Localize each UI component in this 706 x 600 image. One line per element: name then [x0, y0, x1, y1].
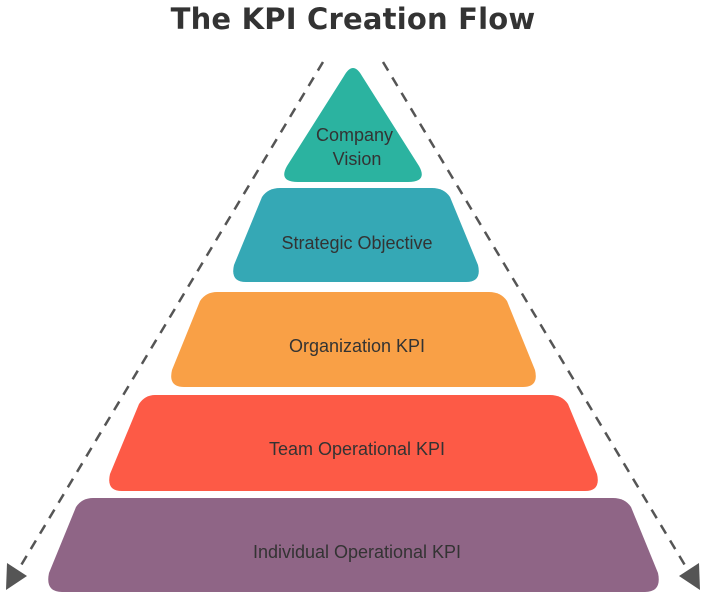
- level-shape-team-operational-kpi: [109, 395, 598, 491]
- level-team-operational-kpi: Team Operational KPI: [109, 395, 598, 491]
- level-shape-individual-operational-kpi: [48, 498, 659, 592]
- level-strategic-objective: Strategic Objective: [233, 188, 479, 282]
- level-individual-operational-kpi: Individual Operational KPI: [48, 498, 659, 592]
- level-label-strategic-objective: Strategic Objective: [281, 233, 432, 253]
- level-shape-strategic-objective: [233, 188, 479, 282]
- level-label-team-operational-kpi: Team Operational KPI: [269, 439, 445, 459]
- level-organization-kpi: Organization KPI: [171, 292, 536, 387]
- left-flow-arrow: [15, 61, 325, 573]
- level-shape-organization-kpi: [171, 292, 536, 387]
- left-arrowhead-icon: [6, 563, 27, 590]
- level-company-vision: Company Vision: [284, 68, 422, 182]
- level-label-company-vision: Company Vision: [316, 125, 398, 169]
- level-label-organization-kpi: Organization KPI: [289, 336, 425, 356]
- level-label-individual-operational-kpi: Individual Operational KPI: [253, 542, 461, 562]
- diagram-title: The KPI Creation Flow: [170, 2, 536, 36]
- level-shape-company-vision: [284, 68, 422, 182]
- right-flow-arrow: [381, 61, 691, 573]
- right-arrowhead-icon: [679, 563, 700, 590]
